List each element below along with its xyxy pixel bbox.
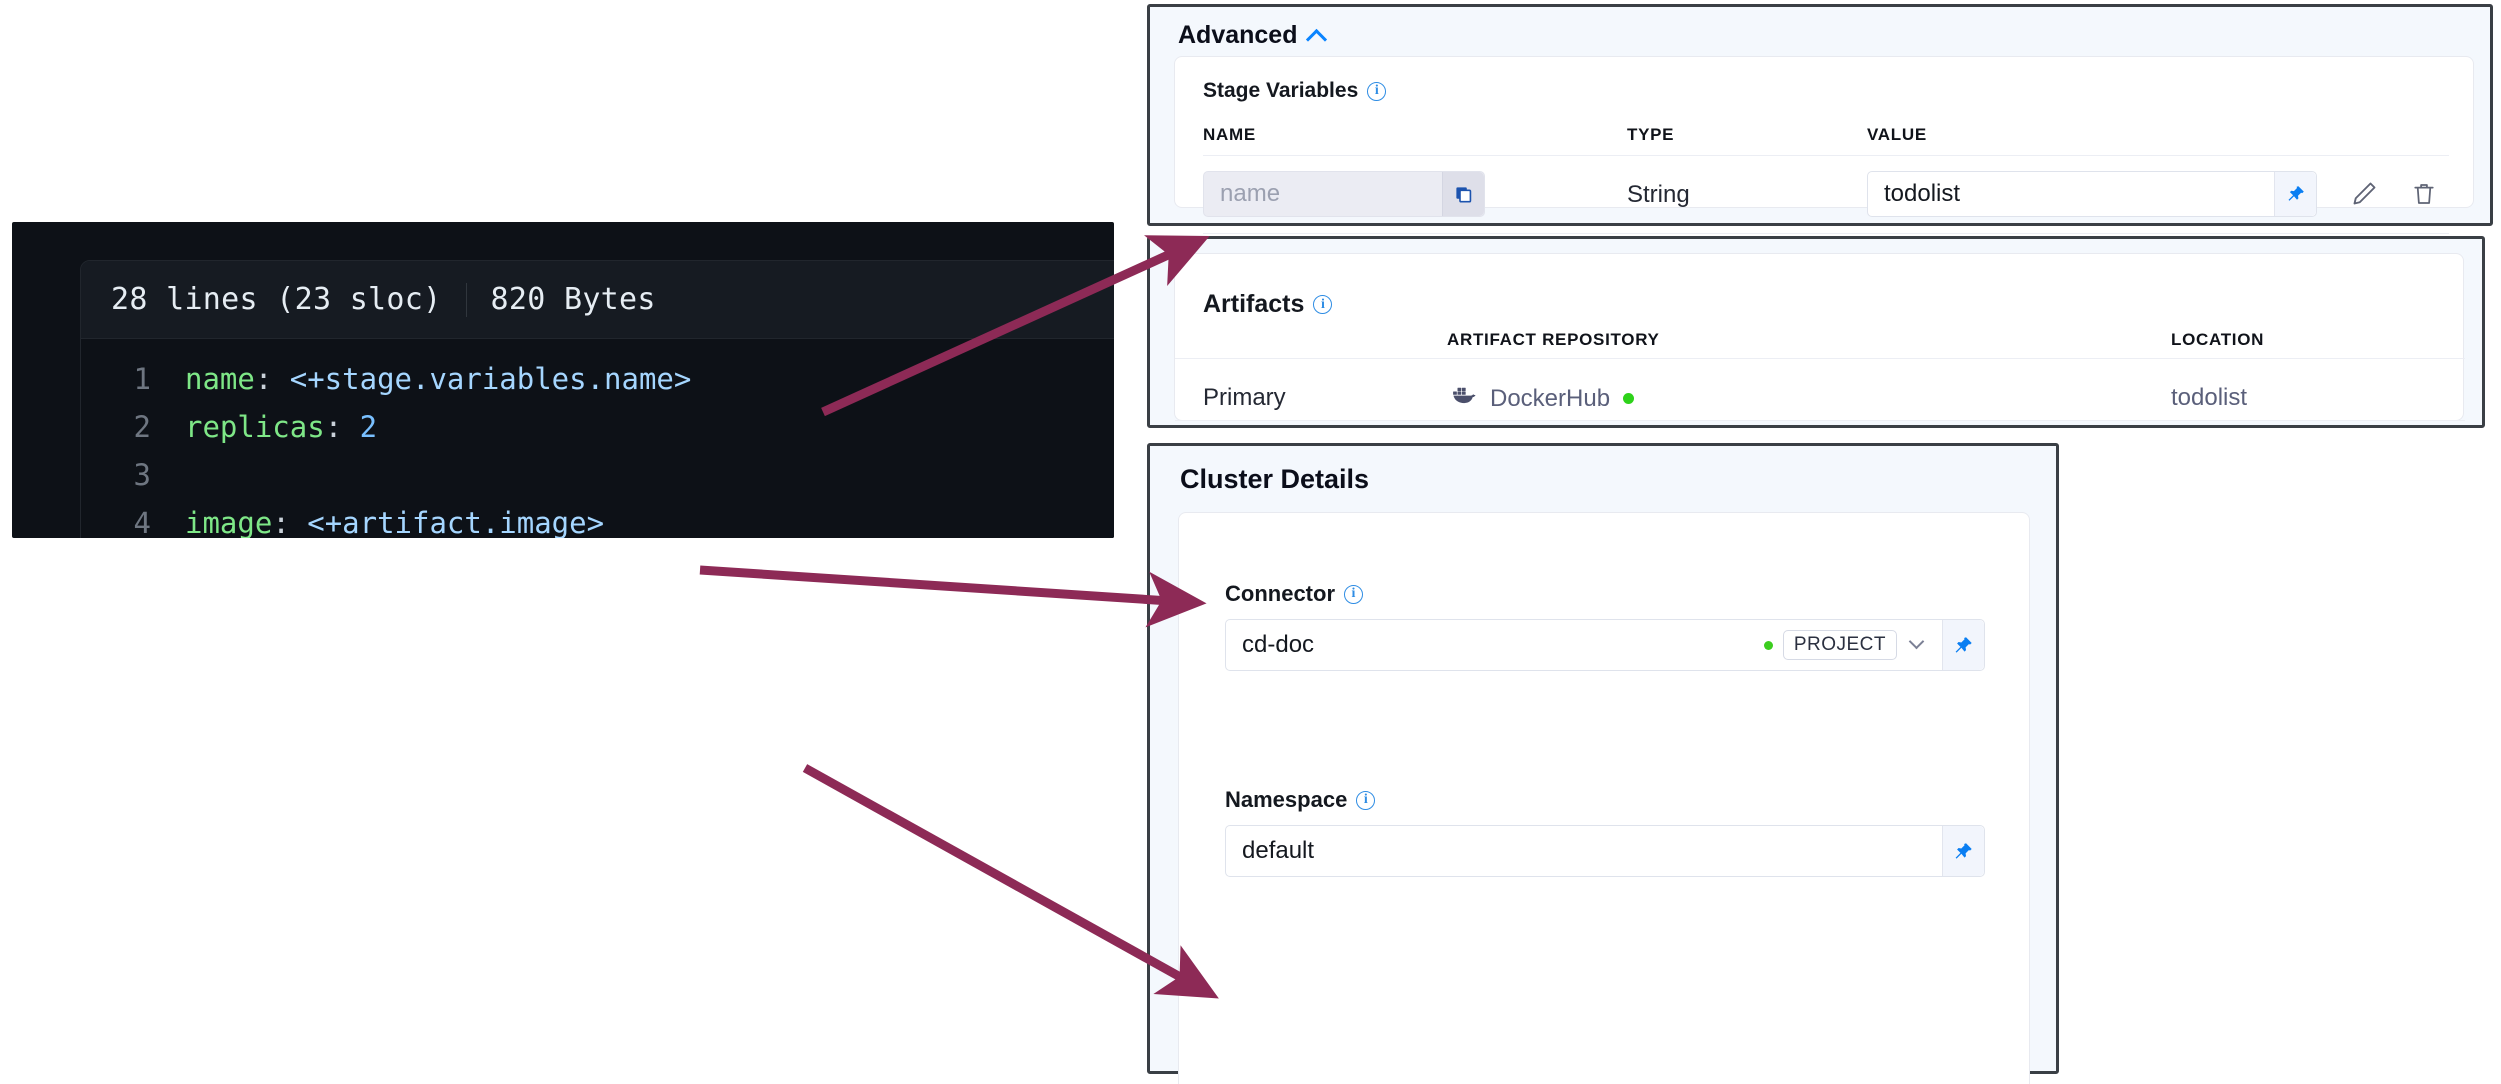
code-lines-count: 28 lines (23 sloc) bbox=[111, 282, 442, 317]
code-line-4: 4 image: <+artifact.image> bbox=[81, 499, 1114, 538]
namespace-value: default bbox=[1242, 837, 1315, 864]
arrow-to-namespace-field bbox=[802, 764, 1219, 999]
stage-variable-name-input[interactable]: name bbox=[1203, 171, 1485, 217]
artifacts-label: Artifacts i bbox=[1203, 290, 1333, 319]
connector-label-text: Connector bbox=[1225, 581, 1335, 606]
token-key: image bbox=[185, 506, 273, 538]
header-rule bbox=[1203, 155, 2449, 156]
connector-scope-tag: PROJECT bbox=[1782, 630, 1897, 660]
row-rule bbox=[1175, 420, 2465, 421]
stage-variables-label-text: Stage Variables bbox=[1203, 79, 1359, 102]
token-punc: : bbox=[324, 410, 360, 444]
info-icon[interactable]: i bbox=[1356, 790, 1376, 810]
stage-variable-type-value: String bbox=[1627, 181, 1690, 208]
info-icon[interactable]: i bbox=[1344, 584, 1363, 604]
line-number: 1 bbox=[133, 362, 151, 396]
cluster-details-panel: Cluster Details Connector i cd-doc PROJE… bbox=[1147, 443, 2059, 1084]
connector-input[interactable]: cd-doc PROJECT bbox=[1225, 619, 1985, 671]
line-content: name: <+stage.variables.name> bbox=[185, 355, 1114, 403]
token-punc: : bbox=[254, 362, 290, 396]
advanced-title-text: Advanced bbox=[1178, 21, 1298, 49]
namespace-label-text: Namespace bbox=[1225, 787, 1348, 812]
line-number: 4 bbox=[133, 506, 151, 538]
connector-value: cd-doc bbox=[1242, 631, 1315, 658]
stage-variable-value-text: todolist bbox=[1884, 180, 1961, 207]
stage-variable-value-input[interactable]: todolist bbox=[1867, 171, 2317, 217]
advanced-header[interactable]: Advanced bbox=[1178, 21, 1328, 51]
copy-icon[interactable] bbox=[1442, 172, 1484, 216]
green-status-dot bbox=[1623, 393, 1635, 404]
connector-label: Connector i bbox=[1225, 581, 1363, 607]
token-punc: : bbox=[272, 506, 308, 538]
edit-variable-button[interactable] bbox=[2347, 177, 2381, 211]
stage-variable-name-value: name bbox=[1220, 180, 1281, 207]
column-header-artifact-repository: ARTIFACT REPOSITORY bbox=[1447, 330, 1660, 349]
line-number: 3 bbox=[133, 458, 151, 492]
code-viewer-panel: 28 lines (23 sloc) 820 Bytes 1 name: <+st… bbox=[12, 222, 1114, 538]
info-icon[interactable]: i bbox=[1313, 295, 1333, 314]
code-line-1: 1 name: <+stage.variables.name> bbox=[81, 355, 1114, 403]
artifacts-card: Artifacts i ARTIFACT REPOSITORY LOCATION… bbox=[1174, 253, 2465, 421]
code-viewer-header: 28 lines (23 sloc) 820 Bytes bbox=[81, 261, 1114, 339]
stage-variables-card: Stage Variables i NAME TYPE VALUE name S… bbox=[1174, 56, 2474, 274]
chevron-down-icon[interactable] bbox=[1908, 633, 1925, 649]
column-header-name: NAME bbox=[1203, 125, 1256, 144]
delete-variable-button[interactable] bbox=[2407, 177, 2441, 211]
pin-icon[interactable] bbox=[1942, 620, 1984, 670]
advanced-section-panel: Advanced Stage Variables i NAME TYPE VAL… bbox=[1147, 4, 2493, 274]
code-line-3: 3 bbox=[81, 451, 1114, 499]
artifacts-primary-row[interactable]: DockerHub bbox=[1447, 384, 1635, 413]
arrow-to-artifact-primary bbox=[699, 565, 1207, 628]
artifact-location-value: todolist bbox=[2171, 384, 2248, 411]
info-icon[interactable]: i bbox=[1367, 81, 1387, 101]
token-str: <+artifact.image> bbox=[307, 506, 605, 538]
line-number: 2 bbox=[133, 410, 151, 444]
artifacts-label-text: Artifacts bbox=[1203, 290, 1305, 318]
code-file-size: 820 Bytes bbox=[490, 282, 656, 317]
token-key: replicas bbox=[185, 410, 325, 444]
header-rule bbox=[1175, 358, 2465, 359]
line-content: replicas: 2 bbox=[185, 403, 1114, 451]
column-header-location: LOCATION bbox=[2171, 330, 2265, 349]
chevron-up-icon[interactable] bbox=[1306, 28, 1328, 51]
pin-icon[interactable] bbox=[1942, 826, 1984, 876]
token-str: <+stage.variables.name> bbox=[289, 362, 692, 396]
docker-whale-icon bbox=[1447, 384, 1477, 413]
stage-variables-label: Stage Variables i bbox=[1203, 79, 1387, 103]
column-header-value: VALUE bbox=[1867, 125, 1927, 144]
token-num: 2 bbox=[359, 410, 378, 444]
row-rule bbox=[1203, 233, 2449, 234]
line-content: image: <+artifact.image> bbox=[185, 499, 1114, 538]
pin-icon[interactable] bbox=[2274, 172, 2316, 216]
cluster-details-card: Connector i cd-doc PROJECT Namespace i bbox=[1178, 512, 2030, 1084]
namespace-input[interactable]: default bbox=[1225, 825, 1985, 877]
green-status-dot bbox=[1763, 640, 1773, 650]
column-header-type: TYPE bbox=[1627, 125, 1675, 144]
cluster-details-title: Cluster Details bbox=[1180, 464, 1370, 494]
artifact-repository-name: DockerHub bbox=[1490, 384, 1611, 412]
artifacts-section-panel: Artifacts i ARTIFACT REPOSITORY LOCATION… bbox=[1147, 236, 2485, 428]
code-viewer-card: 28 lines (23 sloc) 820 Bytes 1 name: <+st… bbox=[80, 260, 1114, 538]
artifact-kind-primary: Primary bbox=[1203, 384, 1286, 411]
token-key: name bbox=[185, 362, 255, 396]
line-content bbox=[185, 451, 1114, 499]
namespace-label: Namespace i bbox=[1225, 787, 1376, 813]
header-divider bbox=[465, 282, 467, 317]
